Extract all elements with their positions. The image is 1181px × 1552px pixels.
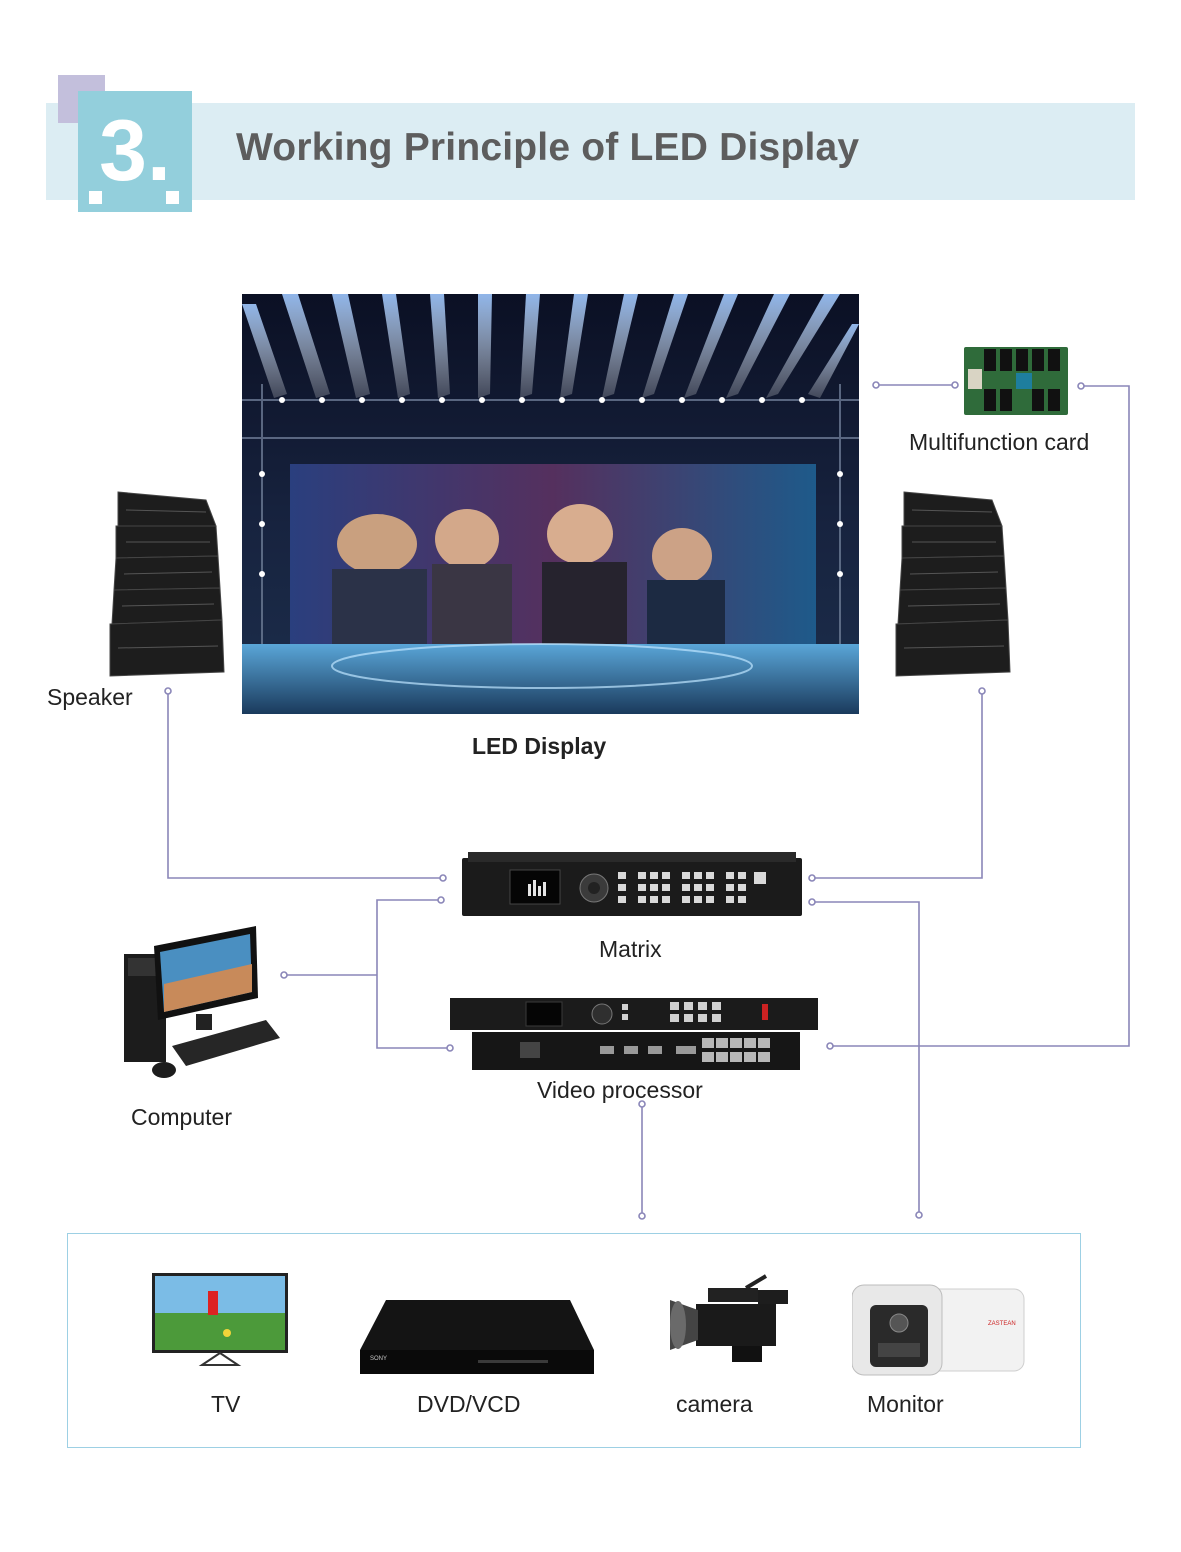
dvd-brand-mark: SONY — [370, 1356, 387, 1362]
monitor-label: Monitor — [867, 1391, 944, 1417]
monitor-brand-mark: ZASTEAN — [988, 1321, 1016, 1327]
computer-image — [124, 926, 280, 1078]
matrix-image — [462, 852, 802, 916]
tv-image — [152, 1273, 288, 1366]
matrix-label: Matrix — [599, 936, 662, 962]
tv-label: TV — [211, 1391, 241, 1417]
header-dot-right — [166, 191, 179, 204]
computer-label: Computer — [131, 1104, 232, 1130]
video-processor-image — [450, 998, 818, 1070]
dvd-label: DVD/VCD — [417, 1391, 521, 1417]
section-number: 3. — [99, 103, 171, 199]
link-matrix-sources — [812, 901, 920, 1215]
page-title: Working Principle of LED Display — [236, 126, 860, 169]
led-display-label: LED Display — [472, 733, 607, 759]
monitor-camera-image: ZASTEAN — [852, 1284, 1025, 1376]
speaker-label: Speaker — [47, 684, 133, 710]
multifunction-card-image — [964, 347, 1068, 415]
video-processor-label: Video processor — [537, 1077, 703, 1103]
link-speaker-right-matrix — [812, 692, 983, 879]
speaker-left-image — [109, 491, 225, 677]
multifunction-card-label: Multifunction card — [909, 429, 1090, 455]
sources-panel — [67, 1233, 1081, 1448]
camera-image — [670, 1274, 788, 1362]
camera-label: camera — [676, 1391, 753, 1417]
link-computer-bracket — [376, 899, 450, 1049]
speaker-right-image — [895, 491, 1011, 677]
led-display-image — [242, 294, 859, 714]
header-bar — [46, 103, 1135, 200]
link-speaker-left-matrix — [167, 692, 443, 879]
header-dot-left — [89, 191, 102, 204]
dvd-player-image: SONY — [360, 1300, 594, 1374]
link-card-processor — [830, 385, 1130, 1047]
